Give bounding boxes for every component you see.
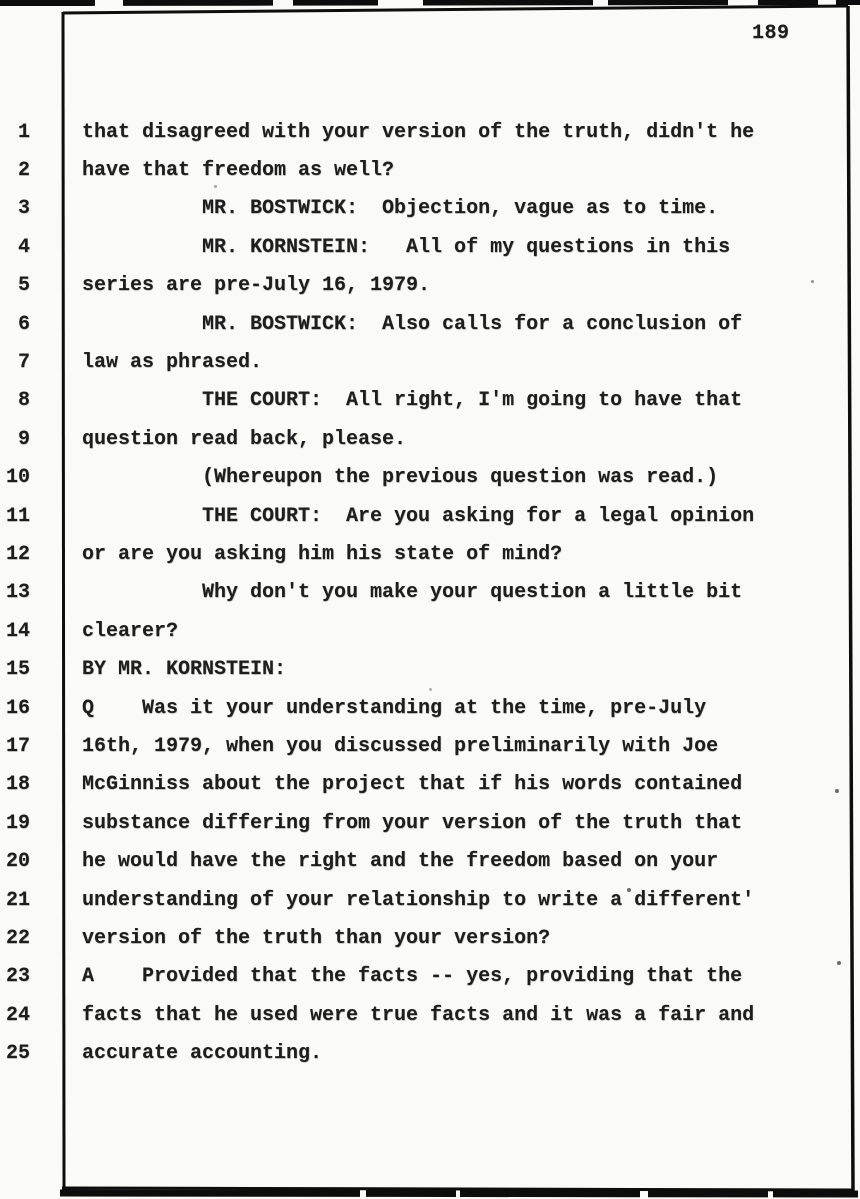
line-text: MR. KORNSTEIN: All of my questions in th… [82,235,731,259]
scan-speck [429,688,432,691]
line-number: 16 [5,696,30,720]
line-text: clearer? [82,619,179,643]
scan-speck [837,961,841,965]
line-text: accurate accounting. [82,1042,323,1066]
line-number: 2 [17,159,30,183]
line-number: 22 [5,926,30,950]
scan-artifact-bottom-line [59,1189,859,1198]
scan-speck [835,789,839,793]
transcript-line: 12 or are you asking him his state of min… [0,535,860,573]
transcript-line: 3 MR. BOSTWICK: Objection, vague as to t… [0,190,860,228]
line-number: 23 [5,965,30,989]
line-text: he would have the right and the freedom … [82,850,719,874]
page-border-bottom [61,1186,854,1192]
line-text: have that freedom as well? [82,159,395,183]
line-text: MR. BOSTWICK: Also calls for a conclusio… [82,312,743,336]
scan-speck [627,888,631,892]
transcript-line: 6 MR. BOSTWICK: Also calls for a conclus… [0,305,860,343]
line-number: 3 [17,197,30,221]
line-text: 16th, 1979, when you discussed prelimina… [82,734,719,758]
transcript-line: 16 Q Was it your understanding at the tim… [0,689,860,727]
line-number: 15 [5,658,30,682]
line-text: question read back, please. [82,427,407,451]
line-number: 14 [5,619,30,643]
line-number: 6 [17,312,30,336]
transcript-body: 1 that disagreed with your version of the… [0,113,860,1073]
line-number: 11 [5,504,30,528]
line-number: 1 [17,120,30,144]
line-text: series are pre-July 16, 1979. [82,274,431,298]
transcript-line: 14 clearer? [0,612,860,650]
line-text: law as phrased. [82,351,263,375]
line-text: Why don't you make your question a littl… [82,581,743,605]
transcript-line: 15 BY MR. KORNSTEIN: [0,650,860,688]
line-number: 4 [17,235,30,259]
line-text: THE COURT: Are you asking for a legal op… [82,504,755,528]
page-border-top [62,4,849,15]
line-text: that disagreed with your version of the … [82,120,755,144]
transcript-line: 10 (Whereupon the previous question was … [0,459,860,497]
line-text: understanding of your relationship to wr… [82,888,755,912]
transcript-line: 1 that disagreed with your version of the… [0,113,860,151]
line-number: 13 [5,581,30,605]
line-number: 24 [5,1003,30,1027]
line-number: 17 [5,734,30,758]
page-border-left [61,11,66,1191]
transcript-line: 8 THE COURT: All right, I'm going to hav… [0,382,860,420]
line-number: 8 [17,389,30,413]
transcript-line: 9 question read back, please. [0,420,860,458]
line-number: 9 [17,427,30,451]
line-number: 19 [5,811,30,835]
transcript-line: 5 series are pre-July 16, 1979. [0,267,860,305]
line-number: 18 [5,773,30,797]
line-text: A Provided that the facts -- yes, provid… [82,965,743,989]
transcript-line: 22 version of the truth than your version… [0,919,860,957]
line-number: 21 [5,888,30,912]
transcript-line: 17 16th, 1979, when you discussed prelimi… [0,727,860,765]
line-number: 12 [5,542,30,566]
scan-artifact-top-line [0,0,860,6]
line-number: 7 [17,351,30,375]
line-text: version of the truth than your version? [82,926,551,950]
line-text: McGinniss about the project that if his … [82,773,743,797]
scan-speck [811,280,814,283]
transcript-line: 13 Why don't you make your question a li… [0,574,860,612]
line-text: Q Was it your understanding at the time,… [82,696,707,720]
page-border-right [846,5,855,1192]
line-number: 5 [17,274,30,298]
transcript-line: 7 law as phrased. [0,343,860,381]
transcript-line: 24 facts that he used were true facts and… [0,996,860,1034]
transcript-line: 20 he would have the right and the freedo… [0,842,860,880]
page-number: 189 [752,22,790,45]
line-number: 20 [5,850,30,874]
transcript-line: 4 MR. KORNSTEIN: All of my questions in … [0,228,860,266]
transcript-line: 23 A Provided that the facts -- yes, prov… [0,958,860,996]
transcript-line: 18 McGinniss about the project that if hi… [0,766,860,804]
line-number: 10 [5,466,30,490]
line-text: facts that he used were true facts and i… [82,1003,755,1027]
line-number: 25 [5,1042,30,1066]
transcript-line: 21 understanding of your relationship to … [0,881,860,919]
scan-speck [214,185,217,188]
line-text: MR. BOSTWICK: Objection, vague as to tim… [82,197,719,221]
line-text: THE COURT: All right, I'm going to have … [82,389,743,413]
line-text: substance differing from your version of… [82,811,743,835]
transcript-line: 11 THE COURT: Are you asking for a legal… [0,497,860,535]
transcript-line: 2 have that freedom as well? [0,151,860,189]
line-text: or are you asking him his state of mind? [82,542,563,566]
line-text: (Whereupon the previous question was rea… [82,466,719,490]
line-text: BY MR. KORNSTEIN: [82,658,287,682]
transcript-line: 25 accurate accounting. [0,1034,860,1072]
transcript-line: 19 substance differing from your version … [0,804,860,842]
